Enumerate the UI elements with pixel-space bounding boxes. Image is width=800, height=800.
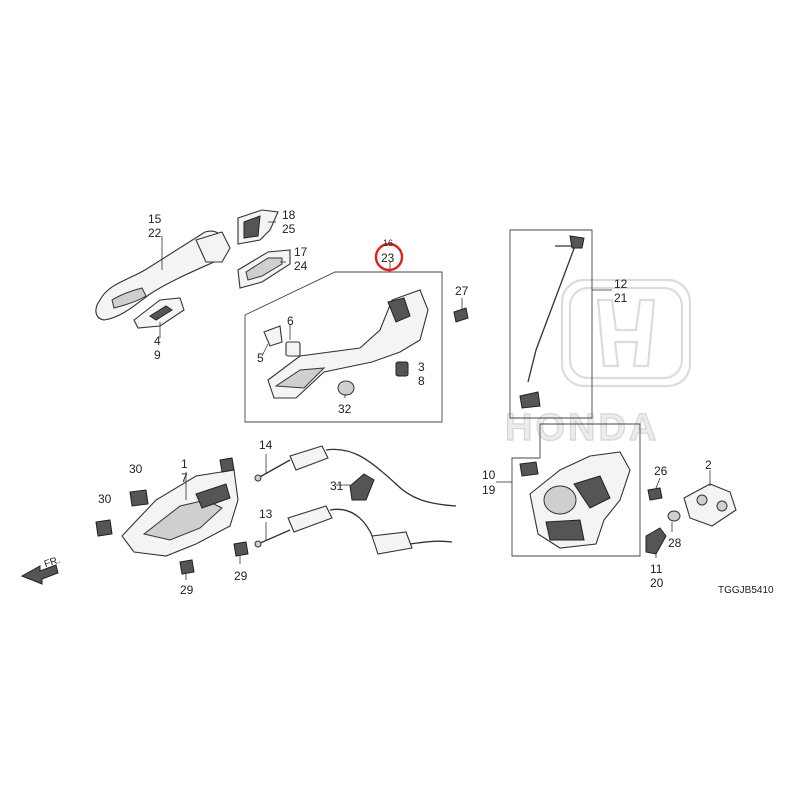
- callout-2: 2: [705, 458, 712, 472]
- callout-6: 6: [287, 314, 294, 328]
- callout-22: 22: [148, 226, 162, 240]
- cover-11: [645, 527, 667, 555]
- callout-18: 18: [282, 208, 296, 222]
- callout-20: 20: [650, 576, 664, 590]
- brand-watermark-logo: HONDA: [504, 278, 692, 450]
- cable-13: [254, 505, 453, 555]
- diagram-code: TGGJB5410: [718, 585, 774, 596]
- callout-27: 27: [455, 284, 469, 298]
- callout-17: 17: [294, 245, 308, 259]
- callout-23: 23: [381, 251, 395, 265]
- fastener-29-left: [179, 559, 195, 575]
- clip-30-left: [95, 519, 113, 537]
- callout-14: 14: [259, 438, 273, 452]
- callout-30-top: 30: [129, 462, 143, 476]
- callout-19: 19: [482, 483, 496, 497]
- callout-10: 10: [482, 468, 496, 482]
- cable-clip-31: [349, 473, 375, 501]
- callout-12: 12: [614, 277, 628, 291]
- door-lock-frame: [511, 423, 641, 557]
- callout-21: 21: [614, 291, 628, 305]
- callout-30-left: 30: [98, 492, 112, 506]
- grommet-32: [337, 380, 355, 396]
- callout-3: 3: [418, 360, 425, 374]
- handle-gasket: [237, 249, 291, 289]
- clip-30-top: [129, 489, 149, 507]
- handle-base: [267, 289, 429, 399]
- callout-29-left: 29: [180, 583, 194, 597]
- callout-16: 16: [383, 238, 393, 248]
- callout-1: 1: [181, 457, 188, 471]
- callout-26: 26: [654, 464, 668, 478]
- brand-watermark-text: HONDA: [505, 407, 659, 449]
- callout-13: 13: [259, 507, 273, 521]
- callout-9: 9: [154, 348, 161, 362]
- callout-29-right: 29: [234, 569, 248, 583]
- handle-rear-grommet: [133, 297, 185, 329]
- callout-32: 32: [338, 402, 352, 416]
- handle-base-frame: [244, 271, 443, 423]
- callout-8: 8: [418, 374, 425, 388]
- cable-14: [254, 445, 457, 507]
- bracket-top-right: [219, 457, 235, 473]
- callout-25: 25: [282, 222, 296, 236]
- bolt-5: [263, 325, 283, 347]
- callout-24: 24: [294, 259, 308, 273]
- exterior-handle: [95, 230, 231, 321]
- callout-5: 5: [257, 351, 264, 365]
- clip-3: [395, 361, 409, 377]
- front-direction-arrow: [20, 564, 59, 585]
- callout-15: 15: [148, 212, 162, 226]
- callout-7: 7: [181, 471, 188, 485]
- callout-31: 31: [330, 479, 344, 493]
- inner-handle: [121, 469, 239, 557]
- callout-numbers: 15 22 18 25 17 24 4 9 16 23 27 6 5 3 8 3…: [98, 208, 712, 597]
- direction-label: FR.: [43, 555, 62, 570]
- callout-4: 4: [154, 334, 161, 348]
- screw-27: [453, 307, 469, 323]
- striker: [683, 483, 737, 527]
- lock-rod: [519, 235, 585, 409]
- washer-28: [667, 510, 681, 522]
- leader-lines: [159, 221, 711, 580]
- fastener-29-right: [233, 541, 249, 557]
- callout-11: 11: [650, 562, 663, 576]
- door-lock-assembly: [519, 451, 631, 549]
- lock-rod-frame: [509, 229, 593, 419]
- screw-26: [647, 487, 663, 501]
- handle-cap: [237, 209, 279, 245]
- highlight-ring: [374, 242, 404, 272]
- callout-28: 28: [668, 536, 682, 550]
- bolt-6: [285, 341, 301, 357]
